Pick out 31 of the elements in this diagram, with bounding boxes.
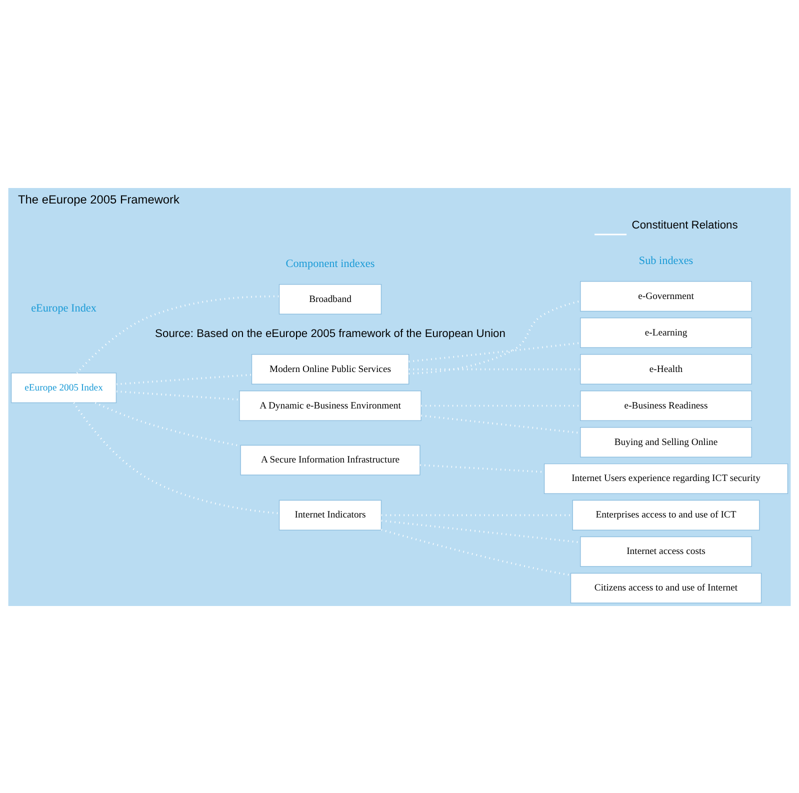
node-box: Broadband bbox=[278, 284, 382, 314]
connector bbox=[76, 294, 280, 374]
connector bbox=[116, 390, 240, 400]
node-box: A Secure Information Infrastructure bbox=[240, 444, 420, 475]
diagram-title: The eEurope 2005 Framework bbox=[18, 192, 180, 206]
label: eEurope Index bbox=[31, 302, 96, 314]
node-box: e-Health bbox=[580, 354, 752, 384]
label: Sub indexes bbox=[638, 254, 694, 266]
connector bbox=[420, 464, 544, 472]
connector bbox=[116, 373, 252, 385]
node-box: Internet Indicators bbox=[278, 499, 382, 530]
node-box: e-Government bbox=[580, 280, 752, 312]
connector bbox=[381, 528, 571, 576]
node-box: Citizens access to and use of Internet bbox=[570, 572, 762, 603]
node-box: Buying and Selling Online bbox=[580, 426, 752, 457]
node-box: eEurope 2005 Index bbox=[10, 372, 117, 403]
connector bbox=[408, 342, 580, 362]
caption: Source: Based on the eEurope 2005 framework of the European Union bbox=[155, 327, 506, 340]
connector bbox=[421, 414, 580, 434]
legend-label: Constituent Relations bbox=[632, 219, 738, 232]
connector bbox=[408, 300, 580, 374]
label: Component indexes bbox=[286, 257, 375, 270]
node-box: Enterprises access to and use of ICT bbox=[572, 499, 760, 530]
node-box: e-Business Readiness bbox=[580, 390, 752, 420]
node-box: Modern Online Public Services bbox=[251, 354, 410, 384]
connector bbox=[381, 519, 580, 543]
node-box: Internet Users experience regarding ICT security bbox=[544, 462, 788, 494]
connector bbox=[73, 402, 280, 514]
node-box: Internet access costs bbox=[580, 536, 752, 566]
node-box: A Dynamic e-Business Environment bbox=[239, 390, 422, 420]
node-box: e-Learning bbox=[580, 317, 752, 348]
